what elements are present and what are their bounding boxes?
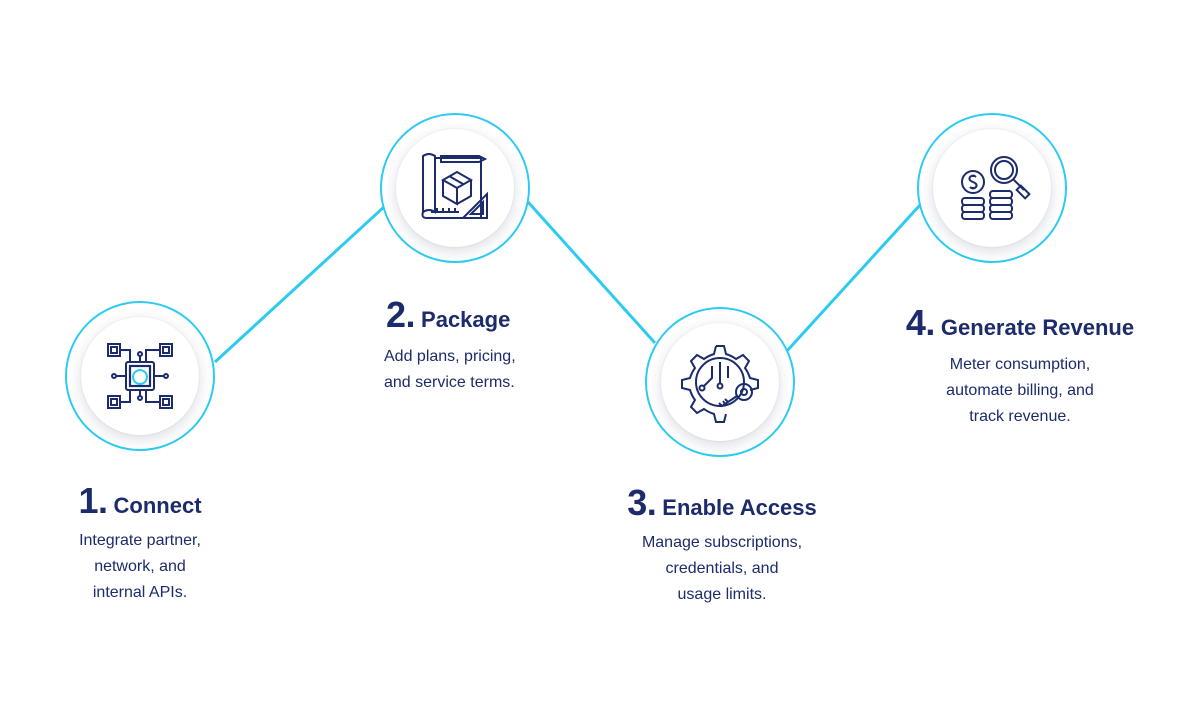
step-3-heading: 3.Enable Access	[602, 482, 842, 524]
step-3-node	[645, 307, 795, 457]
step-4-node	[917, 113, 1067, 263]
step-1-description: Integrate partner, network, and internal…	[79, 532, 201, 601]
step-1-title: Connect	[113, 493, 202, 518]
step-3-title: Enable Access	[662, 495, 817, 520]
step-4-number: 4.	[905, 302, 936, 343]
step-1-node	[65, 301, 215, 451]
circuit-chip-icon	[107, 343, 173, 409]
step-1-number: 1.	[78, 480, 108, 521]
step-4-description: Meter consumption, automate billing, and…	[946, 356, 1094, 425]
step-3-description: Manage subscriptions, credentials, and u…	[641, 534, 803, 603]
step-2: 2.Package Add plans, pricing, and servic…	[378, 294, 548, 396]
step-1: 1.Connect Integrate partner, network, an…	[35, 480, 245, 606]
step-3-number: 3.	[627, 482, 657, 523]
connector-3-4	[784, 203, 922, 354]
step-1-heading: 1.Connect	[35, 480, 245, 522]
step-2-description: Add plans, pricing, and service terms.	[384, 348, 516, 391]
step-3: 3.Enable Access Manage subscriptions, cr…	[602, 482, 842, 608]
gear-key-icon	[681, 345, 759, 423]
step-4-title: Generate Revenue	[940, 315, 1135, 340]
step-2-heading: 2.Package	[386, 294, 548, 336]
step-2-title: Package	[421, 307, 511, 332]
coins-magnifier-icon	[961, 156, 1031, 220]
blueprint-box-icon	[421, 153, 488, 219]
step-4: 4.Generate Revenue Meter consumption, au…	[885, 302, 1155, 430]
connector-1-2	[213, 204, 387, 364]
step-2-number: 2.	[386, 294, 416, 335]
step-4-heading: 4.Generate Revenue	[885, 302, 1155, 344]
connector-2-3	[526, 200, 657, 345]
step-2-node	[380, 113, 530, 263]
